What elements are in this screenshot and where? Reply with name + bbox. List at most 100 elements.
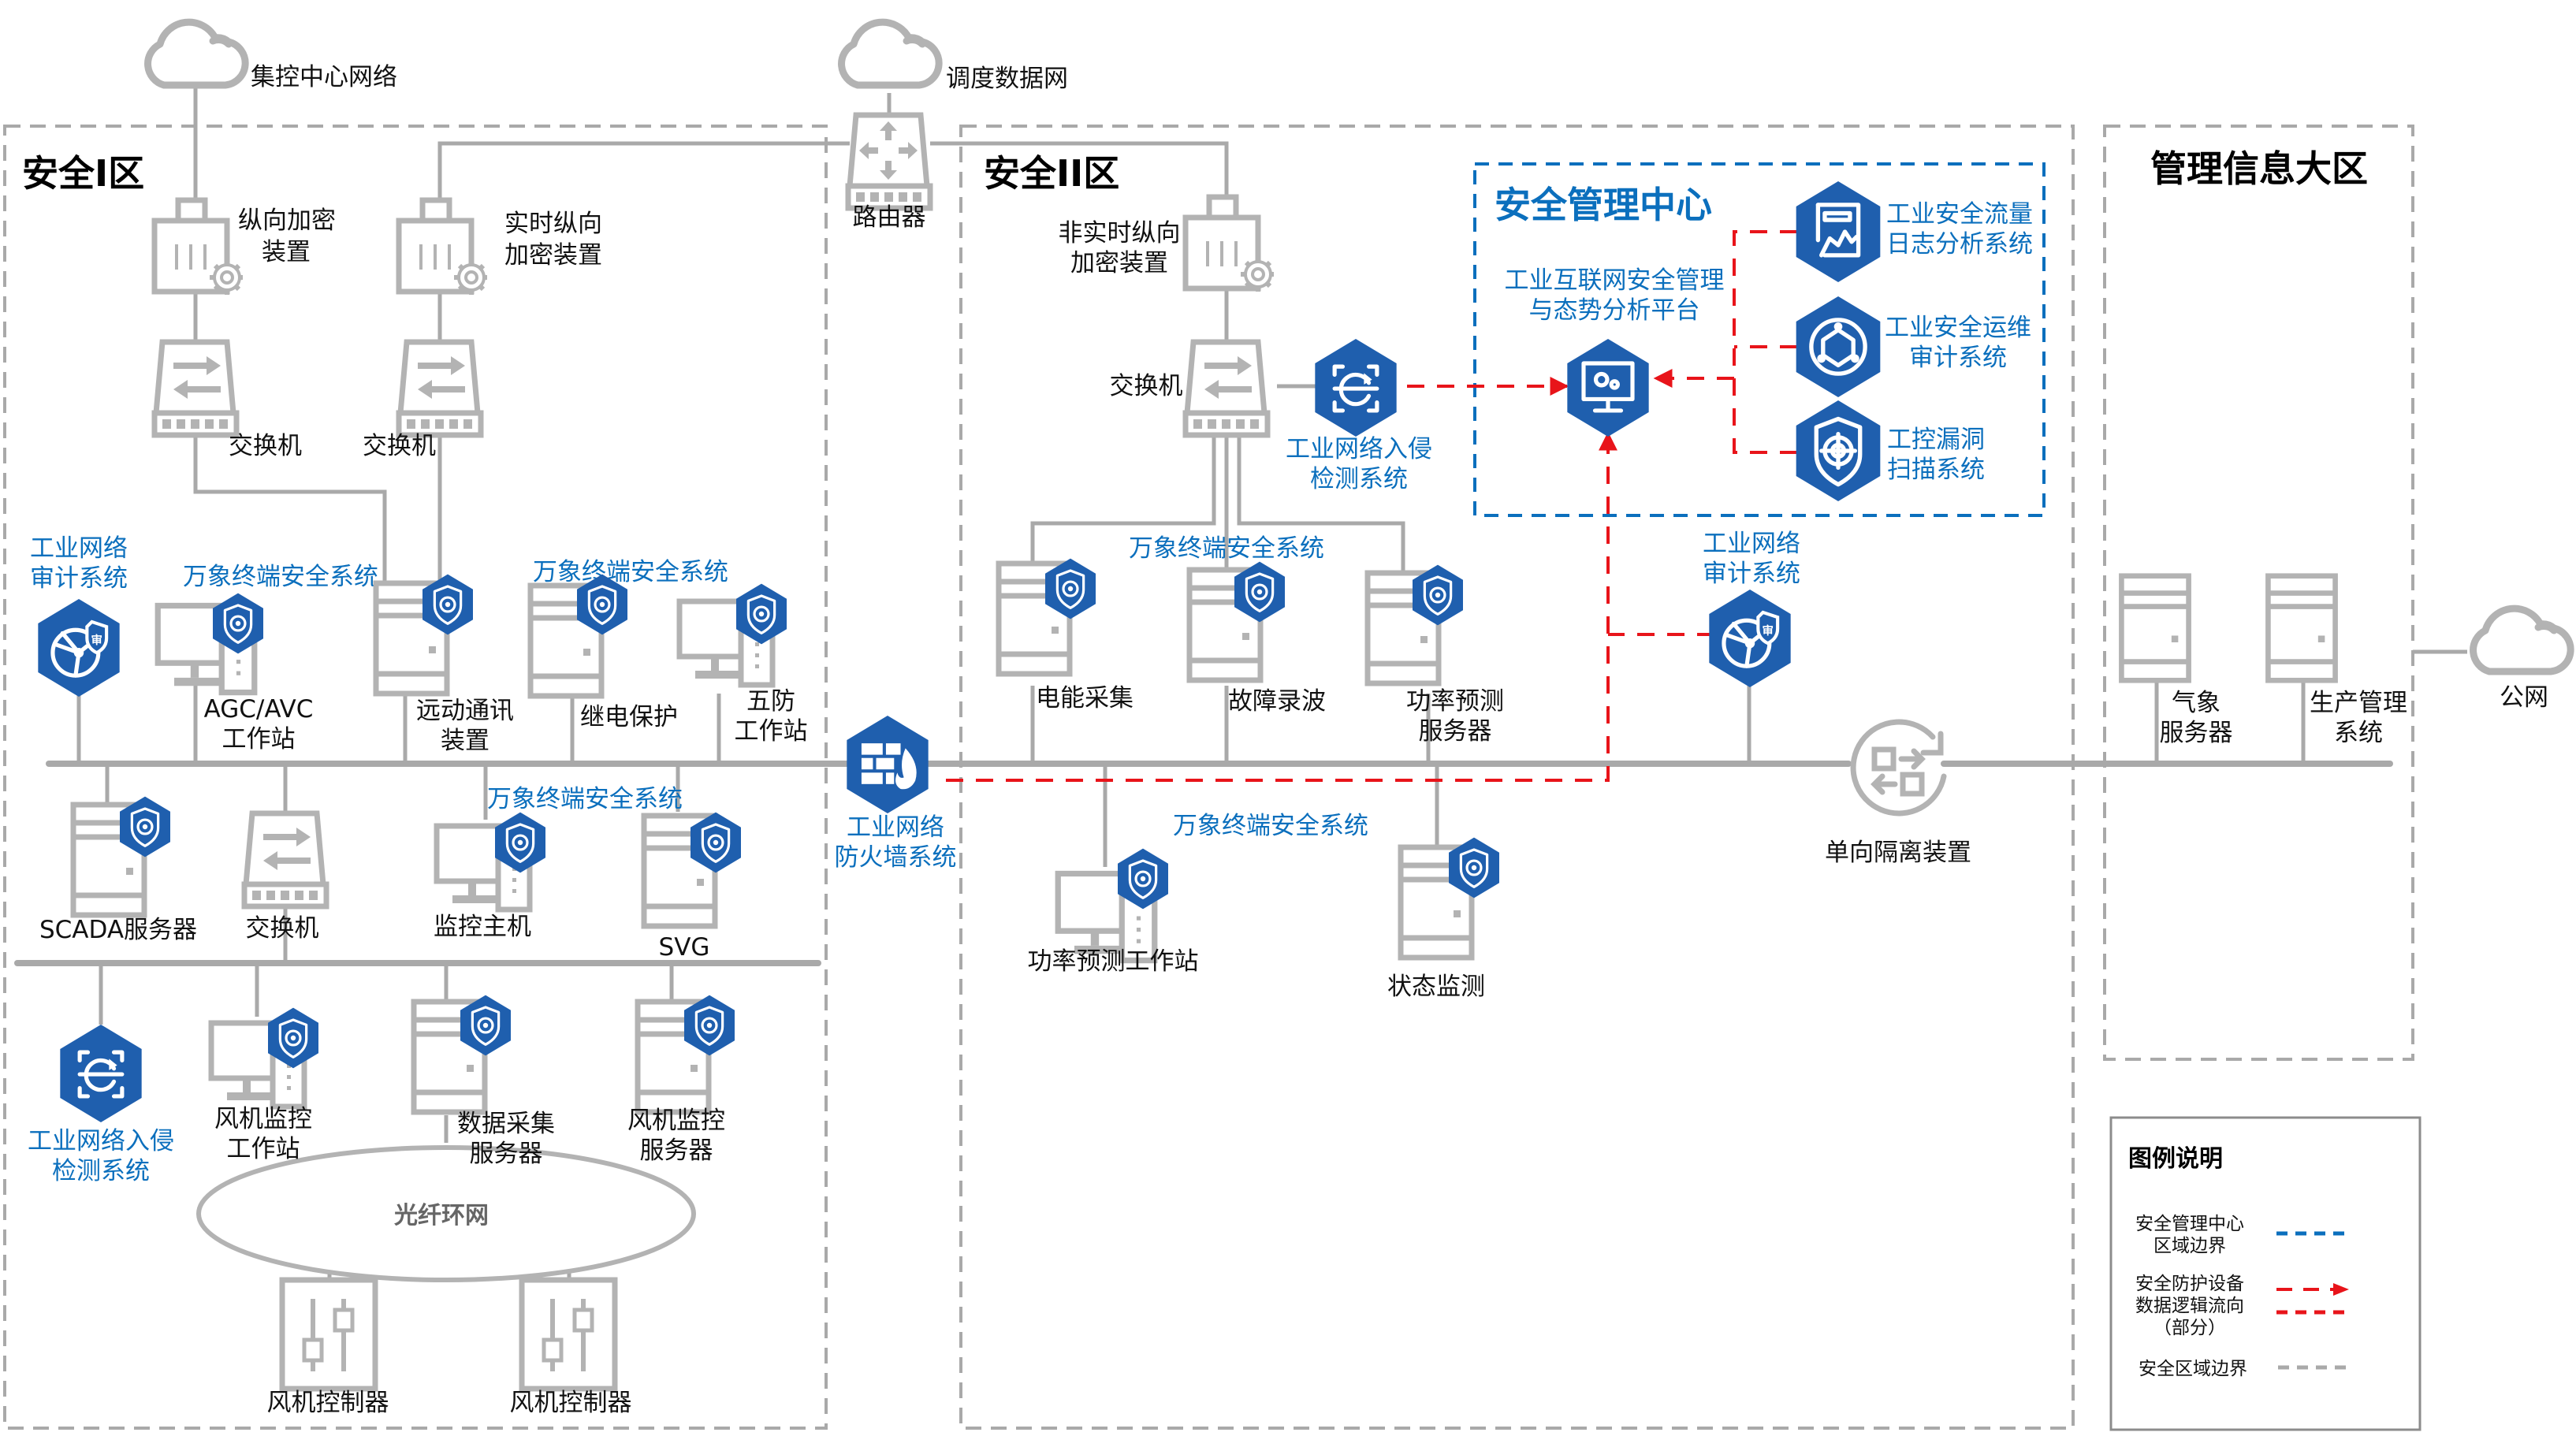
wire [193, 430, 387, 591]
svg-text:功率预测: 功率预测 [1406, 687, 1504, 716]
zone2-border [959, 125, 2075, 1430]
switch-icon [399, 342, 481, 435]
wufang-label: 五防 工作站 [735, 687, 808, 746]
legend-box [2109, 1116, 2422, 1431]
svg-text:安全管理中心: 安全管理中心 [2135, 1214, 2244, 1234]
cloud-icon [842, 22, 940, 85]
relay-terminal-security-label: 万象终端安全系统 [533, 558, 728, 586]
switch-c-label: 交换机 [246, 914, 319, 943]
wire [437, 141, 850, 205]
svg-text:检测系统: 检测系统 [1310, 465, 1408, 493]
router-icon [848, 115, 930, 208]
one-way-isolator-icon [1853, 722, 1944, 813]
intrusion-detection-icon [1315, 339, 1396, 437]
wind-controller-icon [282, 1280, 375, 1389]
status-monitor-label: 状态监测 [1387, 973, 1485, 1001]
switch-a-label: 交换机 [229, 432, 302, 460]
dispatch-network-label: 调度数据网 [946, 65, 1068, 93]
zone1-audit-label: 工业网络 审计系统 [30, 534, 128, 593]
svg-text:数据逻辑流向: 数据逻辑流向 [2135, 1296, 2244, 1316]
svg-text:扫描系统: 扫描系统 [1887, 456, 1985, 484]
switch-icon [1186, 342, 1268, 435]
firewall-label: 工业网络 防火墙系统 [835, 813, 957, 872]
svg-text:工业互联网安全管理: 工业互联网安全管理 [1505, 266, 1725, 295]
svg-text:审计系统: 审计系统 [1703, 560, 1800, 588]
svg-text:实时纵向: 实时纵向 [504, 210, 602, 238]
svg-text:工业网络入侵: 工业网络入侵 [1286, 435, 1432, 463]
svg-text:工业网络入侵: 工业网络入侵 [28, 1127, 174, 1155]
svg-text:工作站: 工作站 [222, 725, 296, 753]
svg-text:工业网络: 工业网络 [847, 813, 944, 842]
svg-text:纵向加密: 纵向加密 [238, 206, 336, 235]
svg-text:防火墙系统: 防火墙系统 [835, 843, 957, 872]
legend-item-zone-boundary: 安全区域边界 [2139, 1359, 2347, 1379]
svg-text:系统: 系统 [2334, 719, 2383, 747]
svg-text:五防: 五防 [746, 687, 795, 716]
svg-text:风机监控: 风机监控 [627, 1107, 725, 1135]
vuln-scan-label: 工控漏洞 扫描系统 [1887, 426, 1985, 484]
platform-label: 工业互联网安全管理 与态势分析平台 [1505, 266, 1725, 325]
energy-collect-label: 电能采集 [1036, 684, 1134, 712]
smc-title: 安全管理中心 [1495, 184, 1712, 226]
svg-text:审计系统: 审计系统 [30, 564, 128, 593]
arrow-icon [2333, 1283, 2349, 1296]
zone1-ids-label: 工业网络入侵 检测系统 [28, 1127, 174, 1185]
svg-text:工业网络: 工业网络 [30, 534, 128, 563]
remote-comm-label: 远动通讯 装置 [416, 697, 514, 755]
agc-label: AGC/AVC 工作站 [204, 695, 314, 753]
ops-audit-icon [1796, 296, 1881, 397]
wind-controller-2-label: 风机控制器 [510, 1389, 632, 1417]
svg-text:工业安全运维: 工业安全运维 [1885, 314, 2031, 342]
smc-border [1473, 162, 2046, 517]
legend: 图例说明 安全管理中心 区域边界 安全防护设备 数据逻辑流向 （部分） 安全区域… [2109, 1116, 2422, 1431]
switch-icon [244, 813, 326, 906]
svg-text:安全区域边界: 安全区域边界 [2139, 1359, 2247, 1379]
firewall-icon [847, 716, 929, 813]
legend-item-smc-boundary: 安全管理中心 区域边界 [2135, 1214, 2346, 1256]
rt-vertical-encrypt-label: 实时纵向 加密装置 [504, 210, 602, 270]
vertical-encrypt-label: 纵向加密 装置 [238, 206, 336, 266]
svg-text:区域边界: 区域边界 [2153, 1236, 2226, 1256]
svg-text:工作站: 工作站 [735, 717, 808, 746]
public-network-label: 公网 [2500, 683, 2548, 712]
svg-text:工控漏洞: 工控漏洞 [1887, 426, 1985, 454]
zone2-audit-label: 工业网络 审计系统 [1703, 530, 1800, 588]
svg-text:气象: 气象 [2172, 689, 2220, 717]
fiber-ring-label: 光纤环网 [394, 1202, 489, 1230]
isolator-label: 单向隔离装置 [1825, 839, 1971, 867]
encryption-device-icon [154, 200, 244, 295]
router-label: 路由器 [853, 203, 926, 232]
legend-item-data-flow: 安全防护设备 数据逻辑流向 （部分） [2135, 1274, 2349, 1338]
production-system-label: 生产管理 系统 [2310, 689, 2407, 747]
data-flow-lines [946, 230, 1797, 782]
zone1-border [3, 125, 828, 1430]
svg-text:装置: 装置 [262, 238, 311, 266]
switch-b-label: 交换机 [363, 432, 436, 460]
svg-text:风机监控: 风机监控 [214, 1105, 312, 1133]
central-network-label: 集控中心网络 [251, 63, 397, 91]
vulnerability-scan-icon [1796, 400, 1881, 501]
ops-audit-label: 工业安全运维 审计系统 [1885, 314, 2031, 372]
weather-server-label: 气象 服务器 [2160, 689, 2233, 747]
cloud-icon [148, 22, 246, 85]
zone1-title: 安全I区 [22, 152, 144, 195]
zone2-switch-label: 交换机 [1110, 372, 1183, 400]
zone2-terminal-security-label-top: 万象终端安全系统 [1129, 534, 1324, 563]
power-server-label: 功率预测 服务器 [1406, 687, 1504, 746]
server-icon [2268, 576, 2335, 681]
encryption-device-icon [1186, 197, 1275, 292]
svg-text:与态势分析平台: 与态势分析平台 [1529, 296, 1700, 325]
wire [930, 141, 1229, 197]
encryption-device-icon [399, 200, 489, 295]
wire [1237, 430, 1405, 575]
svg-text:日志分析系统: 日志分析系统 [1886, 230, 2033, 259]
network-audit-icon [1709, 590, 1790, 687]
data-collect-label: 数据采集 服务器 [457, 1110, 555, 1168]
monitor-host-label: 监控主机 [434, 913, 531, 941]
svg-text:AGC/AVC: AGC/AVC [204, 695, 314, 724]
svg-text:（部分）: （部分） [2153, 1318, 2226, 1338]
svg-text:生产管理: 生产管理 [2310, 689, 2407, 717]
intrusion-detection-icon [60, 1025, 141, 1122]
svg-text:服务器: 服务器 [1419, 717, 1492, 746]
